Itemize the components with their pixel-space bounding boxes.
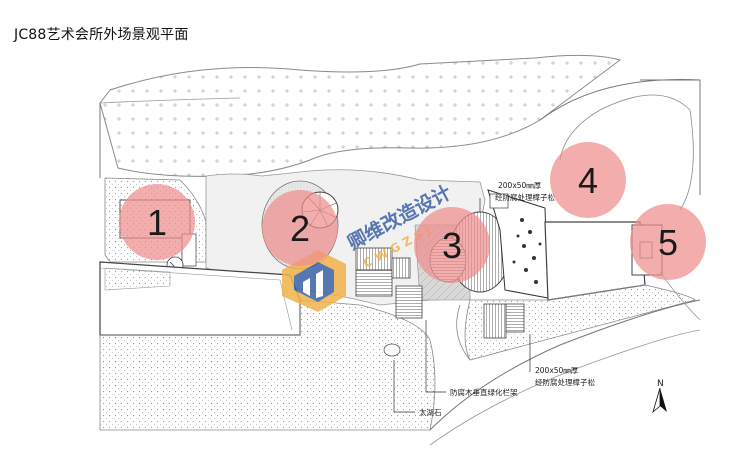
zone-number-2: 2 [290,208,310,249]
wood-deck-center [355,247,423,319]
deck-bottom-note-2: 经防腐处理樟子松 [535,377,595,387]
deck-bottom-note-1: 200x50㎜厚 [535,366,579,375]
zone-markers: 1 2 3 4 5 [119,142,706,283]
lower-lawn [99,299,436,431]
zone-number-4: 4 [578,160,598,201]
zone-circle-4 [550,142,626,218]
north-arrow-icon: N [652,379,667,414]
wood-deck-lower [483,303,525,339]
zone-circle-3 [414,207,490,283]
zone-number-5: 5 [658,222,678,263]
zone-circle-2 [262,190,338,266]
taihu-rock [383,343,401,357]
zone-circle-1 [119,184,195,260]
zone-number-1: 1 [147,202,167,243]
upper-planting-area [99,54,622,177]
deck-top-note-2: 经防腐处理樟子松 [495,192,555,202]
zone-number-3: 3 [442,225,462,266]
zone-circle-5 [630,204,706,280]
svg-text:N: N [657,379,664,389]
drawing-title: JC88艺术会所外场景观平面 [14,27,189,43]
deck-top-note-1: 200x50㎜厚 [498,181,542,190]
trellis-note: 防腐木垂直绿化栏架 [450,387,518,397]
road-edge [429,299,701,431]
rock-note: 太湖石 [419,407,442,417]
planter-strip [487,189,549,299]
